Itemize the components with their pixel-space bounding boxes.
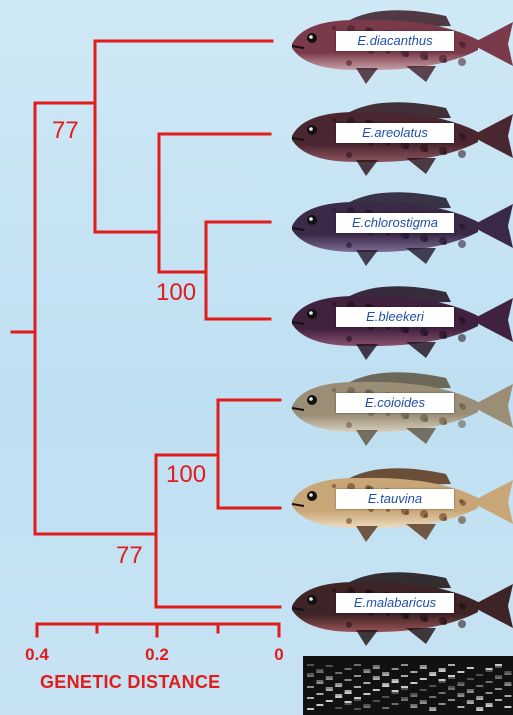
dna-gel-image (303, 656, 513, 715)
bootstrap-chlorostigma-bleekeri: 100 (156, 279, 197, 306)
fish-card: E.tauvina (286, 458, 513, 546)
fish-card: E.areolatus (286, 92, 513, 180)
bootstrap-coioides-tauvina: 100 (166, 461, 207, 488)
species-label: E.areolatus (336, 123, 454, 143)
tick-label-0.2: 0.2 (145, 645, 169, 664)
fish-card: E.coioides (286, 362, 513, 450)
axis-title: GENETIC DISTANCE (40, 672, 221, 692)
species-label: E.diacanthus (336, 31, 454, 51)
species-label: E.bleekeri (336, 307, 454, 327)
species-label: E.chlorostigma (336, 213, 454, 233)
tick-label-0.4: 0.4 (25, 645, 49, 664)
bootstrap-lower-clade: 77 (116, 542, 143, 569)
species-label: E.malabaricus (336, 593, 454, 613)
species-label: E.coioides (336, 393, 454, 413)
fish-card: E.chlorostigma (286, 182, 513, 270)
bootstrap-upper-clade: 77 (52, 117, 79, 144)
fish-card: E.malabaricus (286, 562, 513, 650)
tick-label-0: 0 (274, 645, 284, 664)
fish-card: E.diacanthus (286, 0, 513, 88)
species-label: E.tauvina (336, 489, 454, 509)
fish-card: E.bleekeri (286, 276, 513, 364)
